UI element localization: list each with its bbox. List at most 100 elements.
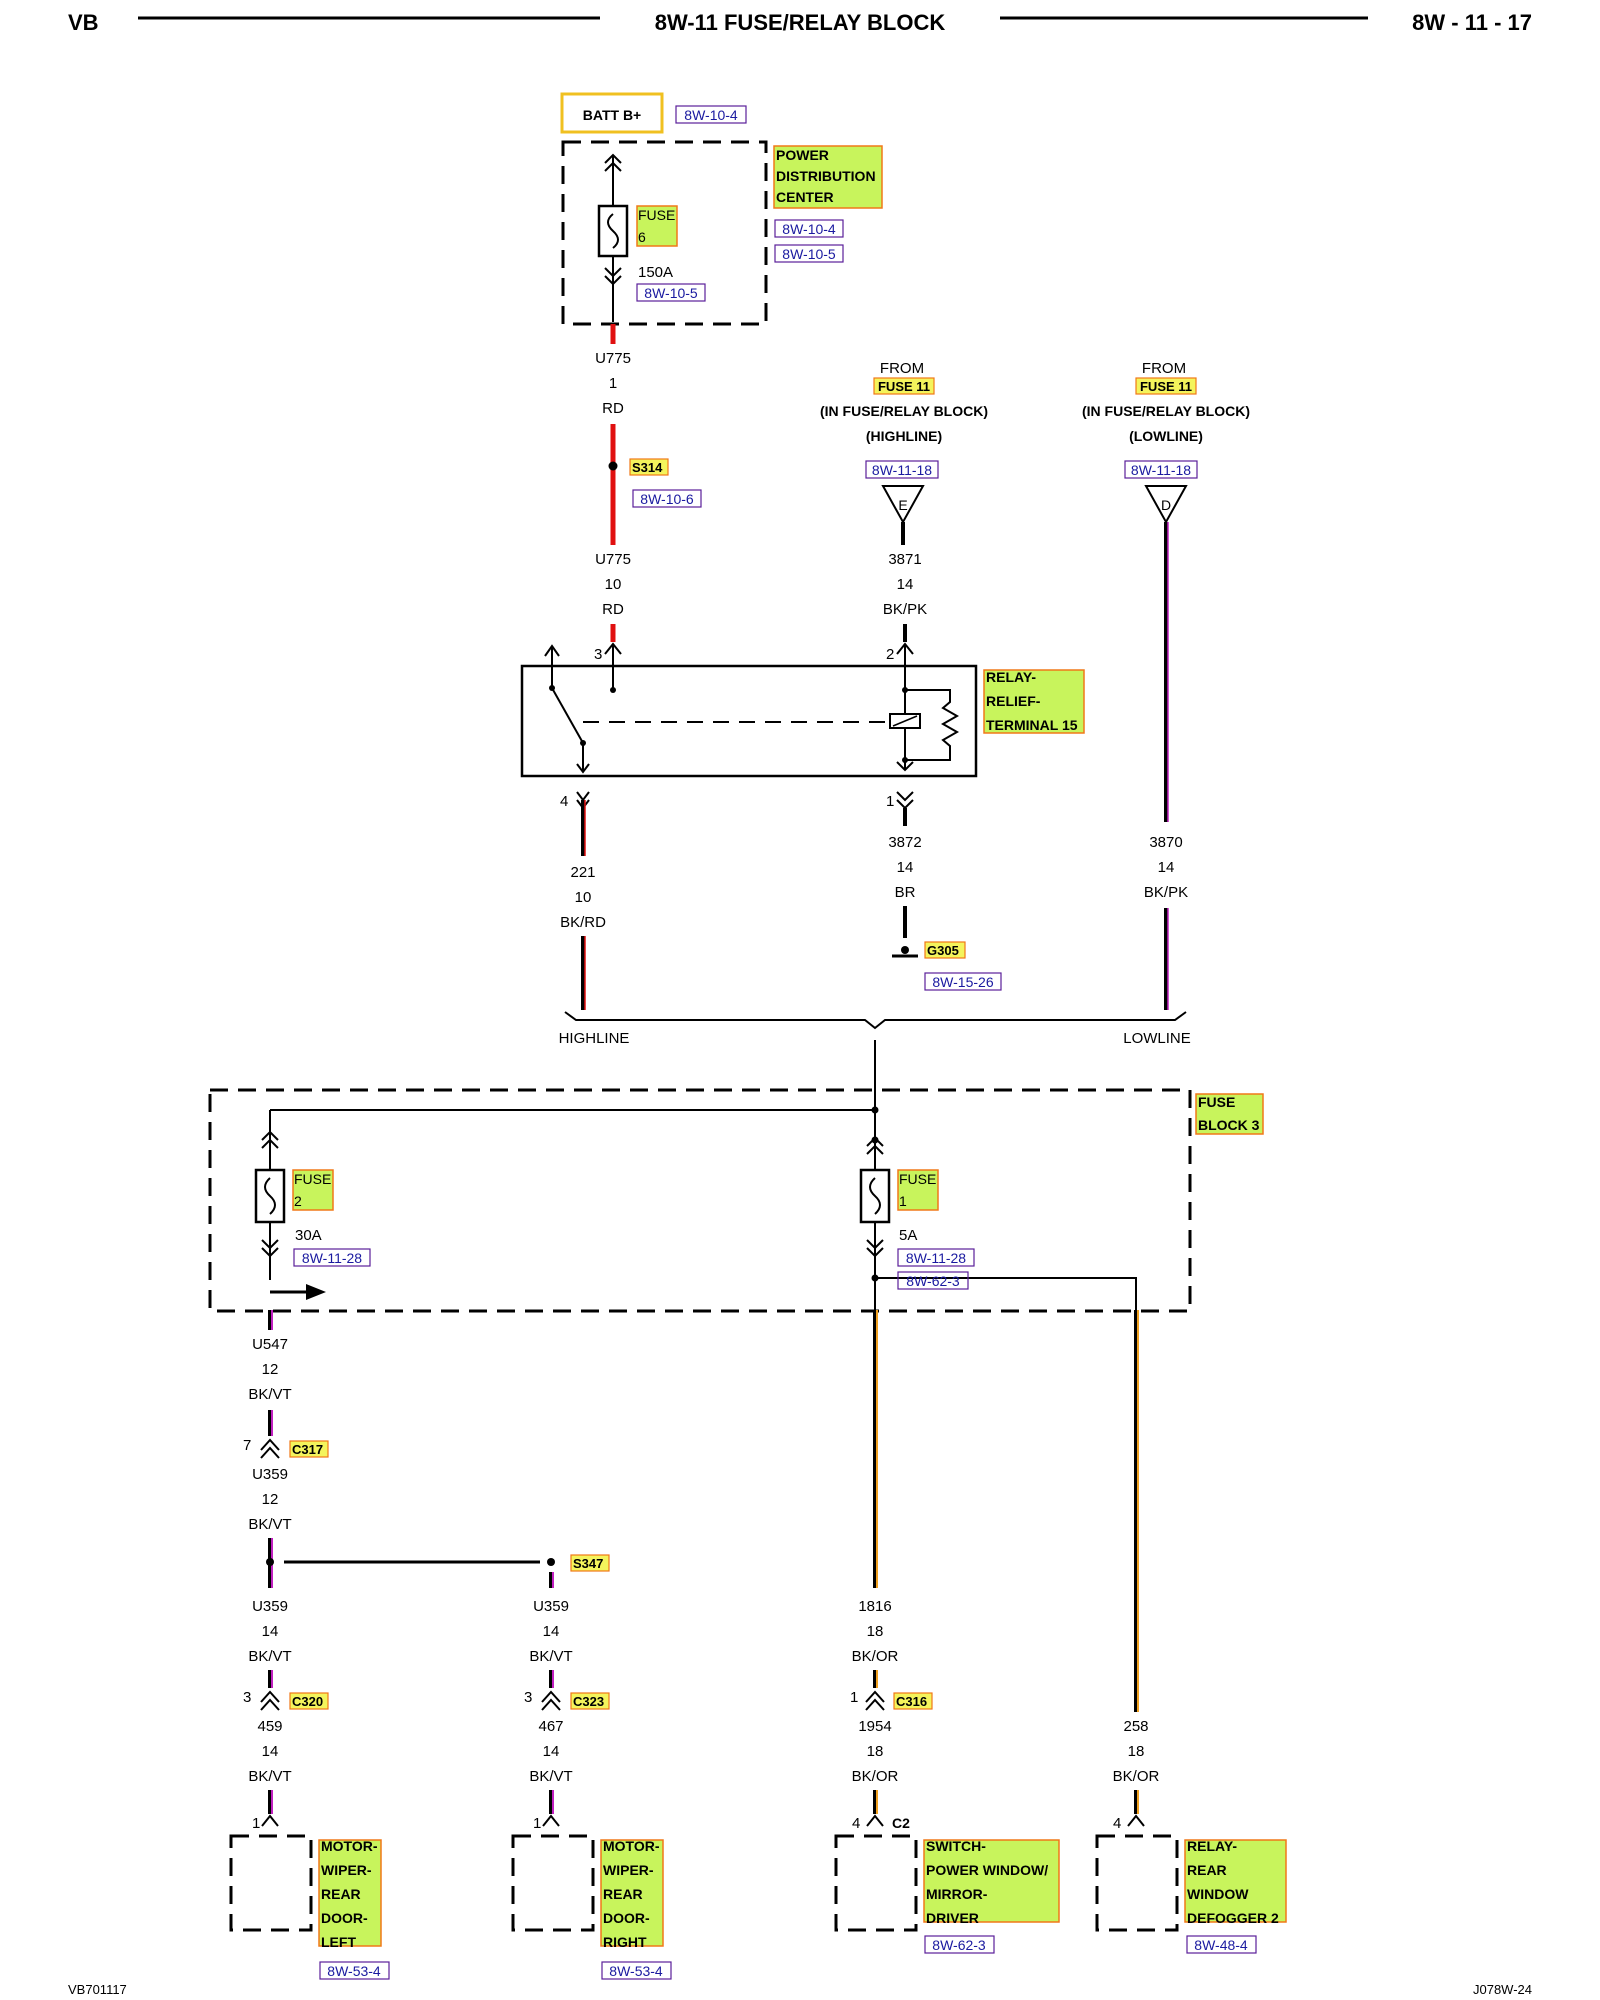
fuse2-ref[interactable]: 8W-11-28 xyxy=(302,1250,362,1266)
u359-mid-color: BK/VT xyxy=(529,1648,572,1665)
wire-3871-circuit: 3871 xyxy=(888,551,921,568)
motor-left-pin: 1 xyxy=(252,1815,260,1832)
fuse1-ref-1[interactable]: 8W-11-28 xyxy=(906,1250,966,1266)
wire-3870-gauge: 14 xyxy=(1158,859,1175,876)
relay-pin3-contact xyxy=(610,687,616,693)
lowline-ref[interactable]: 8W-11-18 xyxy=(1131,462,1191,478)
motor-left-connector-icon xyxy=(261,1814,279,1827)
pdc-ref-2[interactable]: 8W-10-5 xyxy=(782,246,836,262)
switch-pin: 4 xyxy=(852,1815,860,1832)
wire-3870-color: BK/PK xyxy=(1144,884,1188,901)
u359-left-circuit: U359 xyxy=(252,1598,288,1615)
defogger-ref[interactable]: 8W-48-4 xyxy=(1194,1937,1248,1953)
lowline-fuse11-highlight xyxy=(1135,377,1197,395)
wire-221-color: BK/RD xyxy=(560,914,606,931)
motor-left-highlight xyxy=(318,1839,382,1947)
switch-drop: 1816 18 BK/OR 1 C316 1954 18 BK/OR 4 C2 … xyxy=(834,1310,1060,1954)
wire-3872-circuit: 3872 xyxy=(888,834,921,851)
fuse6-highlight xyxy=(636,205,678,247)
wire-u775: U775 1 RD S314 8W-10-6 U775 10 RD xyxy=(595,324,702,642)
fuse1-branch-wire xyxy=(875,1277,1137,1310)
u775-bottom-gauge: 10 xyxy=(605,576,622,593)
option-highline: HIGHLINE xyxy=(559,1030,630,1047)
motor-left-ref[interactable]: 8W-53-4 xyxy=(327,1963,381,1979)
s314-ref-box xyxy=(632,489,702,508)
option-bracket-line xyxy=(564,1011,1187,1030)
s314-highlight xyxy=(629,458,669,476)
relay-switch-arm-icon xyxy=(551,687,584,744)
highline-pin-triangle-icon xyxy=(881,485,925,525)
batt-ref-box xyxy=(675,105,747,124)
pdc-ref-2-box xyxy=(774,244,844,263)
pdc-label-highlight xyxy=(773,145,883,209)
highline-ref[interactable]: 8W-11-18 xyxy=(872,462,932,478)
pdc-ref-1[interactable]: 8W-10-4 xyxy=(782,221,836,237)
page-title: 8W-11 FUSE/RELAY BLOCK xyxy=(655,10,946,35)
fuse1-top-connector-icon xyxy=(866,1136,884,1155)
fuse-block-feed-node xyxy=(871,1136,879,1144)
g305-ref-box xyxy=(924,972,1002,991)
switch-outline xyxy=(834,1834,918,1932)
motor-left-name-1: MOTOR- xyxy=(321,1838,378,1854)
power-distribution-center: POWER DISTRIBUTION CENTER 8W-10-4 8W-10-… xyxy=(561,140,883,326)
footer: VB701117 J078W-24 xyxy=(68,1982,1532,1997)
motor-right-highlight xyxy=(600,1839,664,1947)
wire-459-color: BK/VT xyxy=(248,1768,291,1785)
pdc-name-2: DISTRIBUTION xyxy=(776,168,876,184)
relay-relief-terminal-15: RELAY- RELIEF- TERMINAL 15 3 2 4 1 xyxy=(520,642,1085,810)
fuse2-ref-box xyxy=(293,1248,371,1267)
highline-fuse11: FUSE 11 xyxy=(878,379,930,394)
switch-name-3: MIRROR- xyxy=(926,1886,988,1902)
c316-connector-icon xyxy=(865,1690,885,1711)
motor-right-ref[interactable]: 8W-53-4 xyxy=(609,1963,663,1979)
fuse-block-label-highlight xyxy=(1195,1093,1264,1135)
switch-ref[interactable]: 8W-62-3 xyxy=(932,1937,986,1953)
lowline-location: (IN FUSE/RELAY BLOCK) xyxy=(1082,403,1250,419)
s314-ref[interactable]: 8W-10-6 xyxy=(640,491,694,507)
u359-left-color: BK/VT xyxy=(248,1648,291,1665)
fuse1-element-icon xyxy=(869,1177,881,1215)
lowline-pin-triangle-icon xyxy=(1144,485,1188,525)
wire-3870-circuit: 3870 xyxy=(1149,834,1182,851)
highline-fuse11-highlight xyxy=(873,377,935,395)
relay-label-highlight xyxy=(983,669,1085,734)
batt-box xyxy=(560,92,664,134)
pdc-ref-1-box xyxy=(774,219,844,238)
wire-3871-gauge: 14 xyxy=(897,576,914,593)
u359a-circuit: U359 xyxy=(252,1466,288,1483)
wire-258-color: BK/OR xyxy=(1113,1768,1160,1785)
relay-name-1: RELAY- xyxy=(986,669,1036,685)
defogger-name-3: WINDOW xyxy=(1187,1886,1249,1902)
header-left: VB xyxy=(68,10,99,35)
wire-3871-color: BK/PK xyxy=(883,601,927,618)
wire-467-gauge: 14 xyxy=(543,1743,560,1760)
fuse6-label-2: 6 xyxy=(638,229,646,245)
batt-ref[interactable]: 8W-10-4 xyxy=(684,107,738,123)
splice-s314-dot xyxy=(608,461,618,471)
c316-pin: 1 xyxy=(850,1689,858,1706)
motor-right-pin: 1 xyxy=(533,1815,541,1832)
switch-highlight xyxy=(923,1839,1060,1923)
fuse1-ref-2[interactable]: 8W-62-3 xyxy=(906,1273,960,1289)
c317-highlight xyxy=(289,1440,329,1458)
highline-location: (IN FUSE/RELAY BLOCK) xyxy=(820,403,988,419)
motor-right-name-5: RIGHT xyxy=(603,1934,647,1950)
relay-coil-wire-icon xyxy=(896,642,914,772)
c316-label: C316 xyxy=(896,1694,927,1709)
fuse6-top-connector-icon xyxy=(604,153,622,206)
fuse6-ref[interactable]: 8W-10-5 xyxy=(644,285,698,301)
g305-ref[interactable]: 8W-15-26 xyxy=(932,974,993,990)
wire-1816-gauge: 18 xyxy=(867,1623,884,1640)
u547-gauge: 12 xyxy=(262,1361,279,1378)
fuse-block-bus xyxy=(269,1108,876,1170)
u775-top-circuit: U775 xyxy=(595,350,631,367)
highline-variant: (HIGHLINE) xyxy=(866,428,942,444)
switch-conn: C2 xyxy=(892,1815,910,1831)
ground-dot xyxy=(901,946,909,954)
motor-left-name-2: WIPER- xyxy=(321,1862,372,1878)
fuse-block-name-1: FUSE xyxy=(1198,1094,1235,1110)
c320-connector-icon xyxy=(260,1690,280,1711)
defogger-pin: 4 xyxy=(1113,1815,1121,1832)
fuse6-rating: 150A xyxy=(638,264,673,281)
motor-right-outline xyxy=(511,1834,595,1932)
